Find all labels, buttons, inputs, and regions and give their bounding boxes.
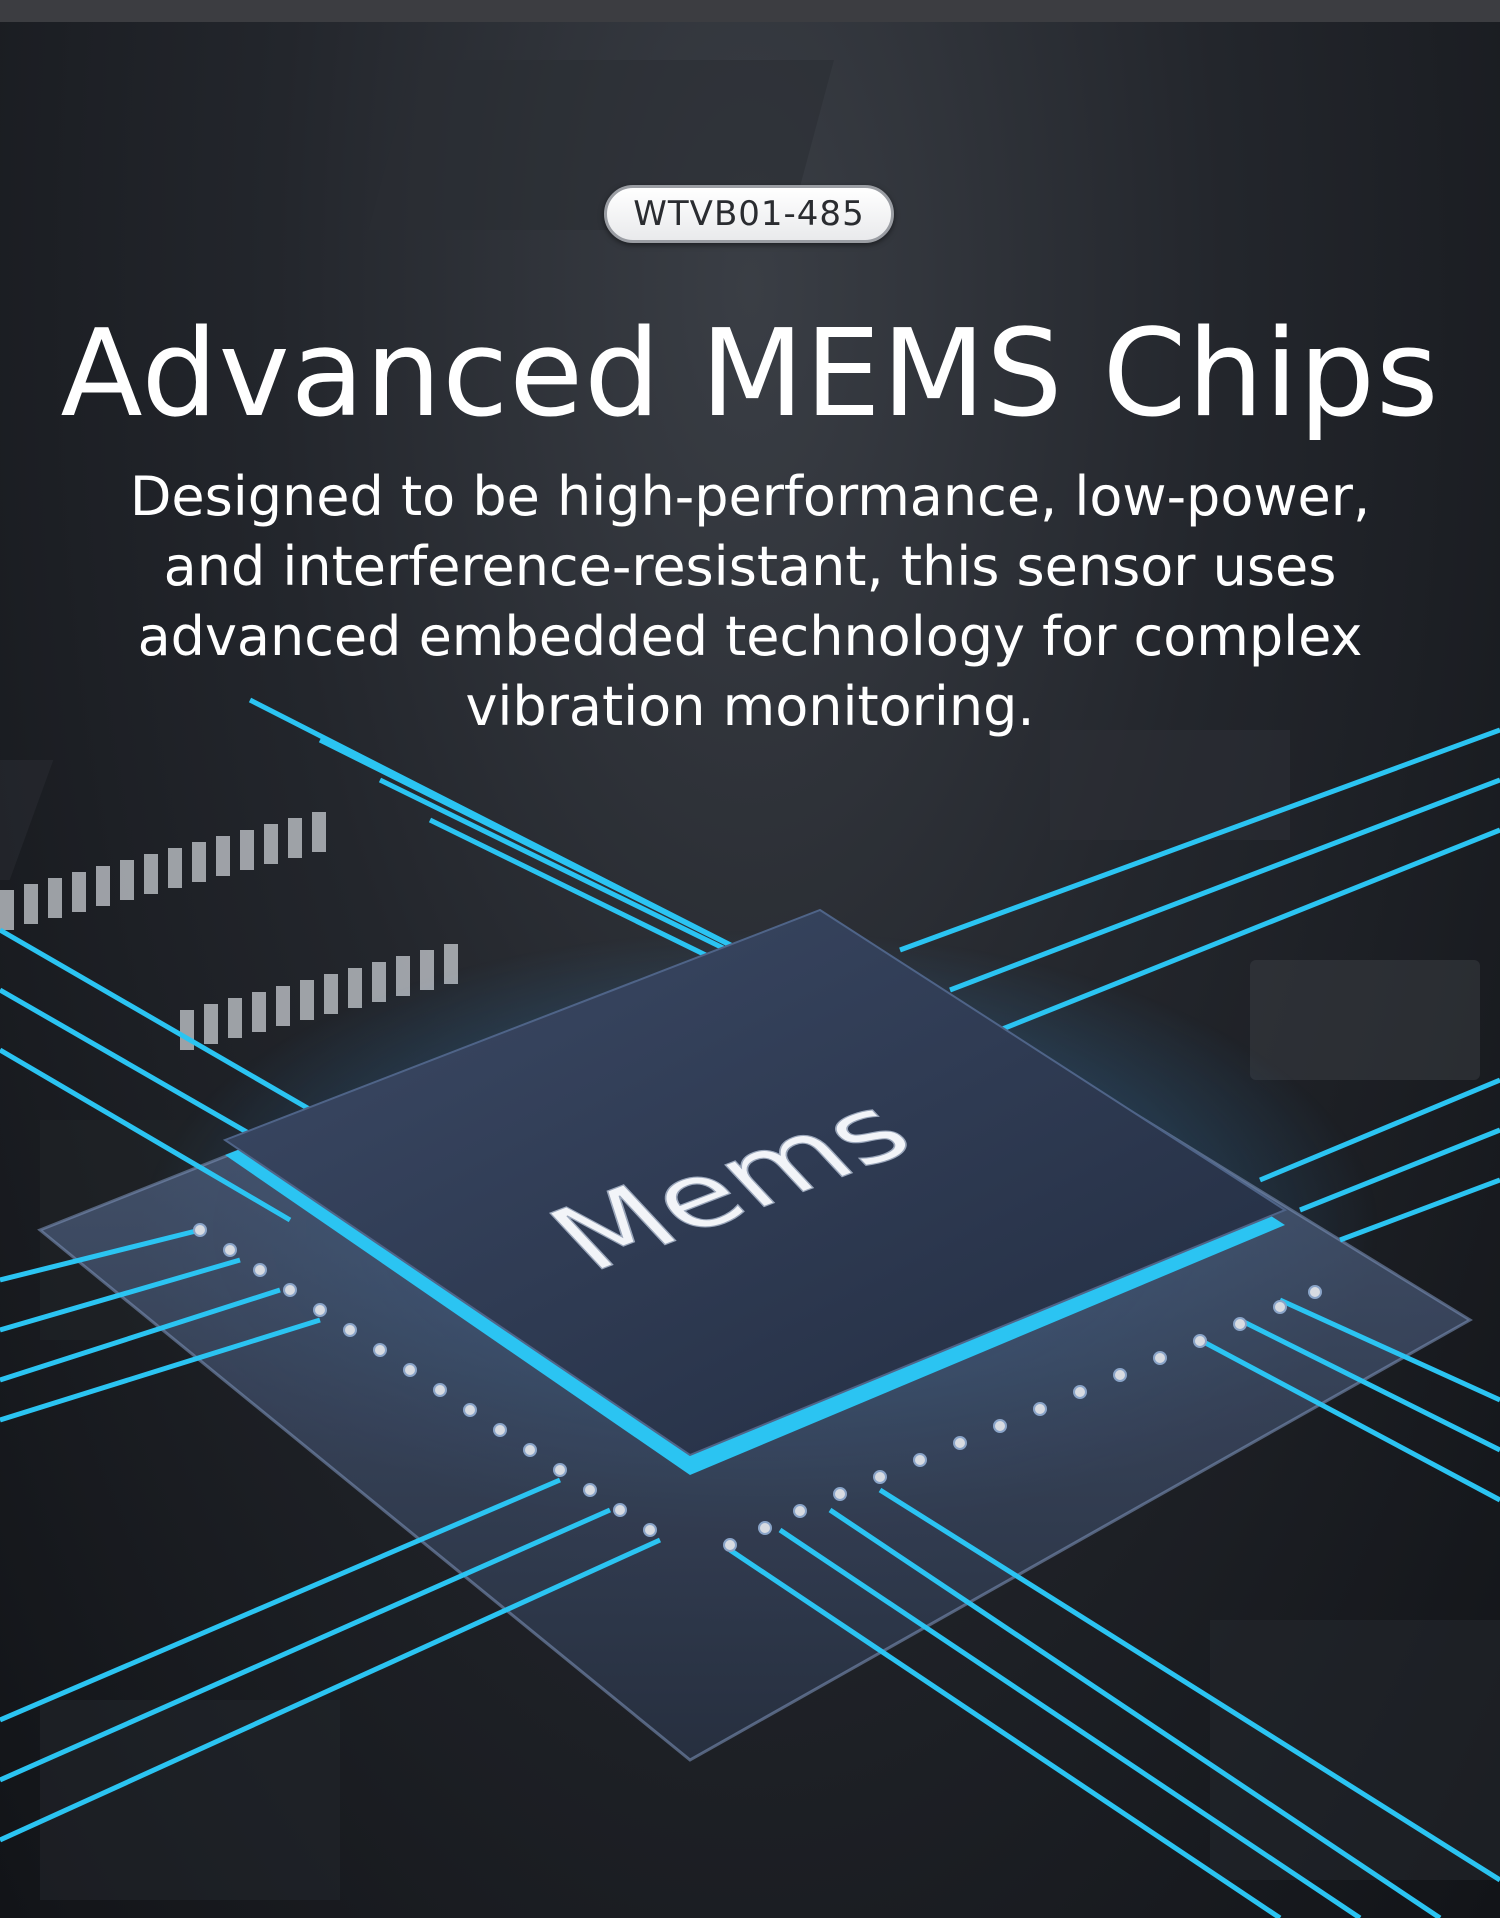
top-strip <box>0 0 1500 22</box>
page-description: Designed to be high-performance, low-pow… <box>129 465 1371 738</box>
page-title: Advanced MEMS Chips <box>60 305 1440 444</box>
model-badge-label: WTVB01-485 <box>633 194 865 234</box>
chip-pin-dots <box>193 1223 1322 1552</box>
mems-chip-face <box>222 908 1288 1457</box>
model-badge: WTVB01-485 <box>604 185 894 243</box>
